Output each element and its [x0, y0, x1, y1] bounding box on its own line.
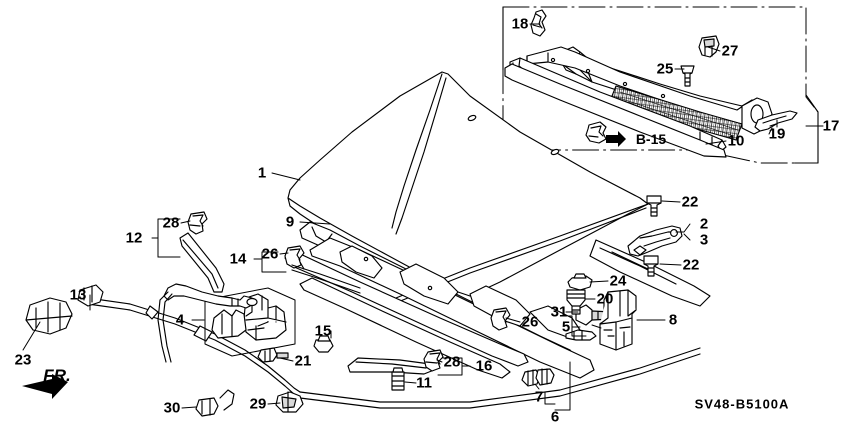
b15-clip-icon [585, 121, 607, 144]
part-4-latch-bracket [211, 309, 247, 339]
part-26-clip-lower [490, 307, 511, 331]
cross-reference-b15: B-15 [635, 131, 667, 147]
part-18-clip [530, 9, 547, 37]
group-5-bracket [567, 315, 587, 337]
group-12-bracket [151, 218, 181, 258]
callout-30: 30 [163, 399, 181, 417]
part-14-rod [291, 264, 361, 294]
hood-panel-details [467, 114, 560, 156]
part-7-bushings [521, 368, 555, 387]
part-15-grommet [313, 335, 334, 353]
callout-8: 8 [668, 311, 678, 329]
release-cable-13-rear [299, 347, 701, 409]
drawing-code: SV48-B5100A [694, 396, 790, 412]
b15-arrow-icon [606, 131, 626, 147]
callout-17: 17 [822, 117, 840, 135]
callout-5: 5 [561, 318, 571, 336]
group-17-boundary-solid [502, 6, 819, 164]
part-19-bracket [754, 110, 798, 132]
callout-22-upper: 22 [681, 193, 699, 211]
callout-11: 11 [416, 374, 432, 392]
latch-cable-loop [157, 291, 173, 363]
latch-cable-adjuster [163, 283, 258, 309]
group-16-bracket [437, 357, 471, 376]
part-29-clip [275, 391, 304, 413]
hood-inner-stamped-panel [309, 237, 595, 379]
group-2-3-bracket [675, 223, 691, 241]
part-4-latch-box [204, 287, 296, 357]
group-14-bracket [253, 251, 287, 273]
leader-lines [22, 23, 824, 409]
part-22-bolt-upper [646, 195, 662, 217]
cable-hook-bottom [219, 389, 235, 411]
part-28-clip-upper [187, 211, 208, 235]
callout-2: 2 [699, 215, 709, 233]
part-26-clip-upper [284, 245, 305, 269]
seal-bar-lower [299, 277, 511, 379]
callout-15: 15 [314, 322, 332, 340]
callout-10: 10 [727, 132, 745, 150]
part-12-stay-rod [179, 232, 225, 293]
callout-1: 1 [257, 164, 267, 182]
release-cable-13 [87, 297, 301, 399]
part-22-bolt-lower [643, 255, 659, 277]
callout-14: 14 [229, 250, 247, 268]
hood-left-edge [287, 197, 319, 227]
group-6-bracket [544, 361, 571, 411]
callout-29: 29 [249, 395, 267, 413]
callout-12: 12 [125, 229, 143, 247]
callout-18: 18 [511, 15, 529, 33]
part-27-grommet [698, 35, 720, 58]
callout-22-lower: 22 [682, 256, 700, 274]
callout-20: 20 [596, 290, 614, 308]
callout-16: 16 [475, 357, 493, 375]
callout-6: 6 [550, 408, 560, 425]
callout-7: 7 [534, 388, 544, 406]
front-direction-label: FR. [43, 366, 71, 385]
part-25-screw [680, 65, 695, 87]
callout-24: 24 [609, 272, 627, 290]
part-4-latch-body [243, 293, 287, 341]
callout-28-upper: 28 [162, 214, 180, 232]
callout-27: 27 [721, 42, 739, 60]
callout-23: 23 [14, 351, 32, 369]
part-28-clip-lower [423, 349, 444, 372]
callout-26-upper: 26 [261, 245, 279, 263]
callout-13: 13 [69, 286, 87, 304]
cowl-lower-panel [504, 63, 727, 158]
part-8-striker [599, 289, 637, 351]
callout-3: 3 [699, 231, 709, 249]
part-30-grommet [195, 397, 219, 417]
callout-26-lower: 26 [521, 313, 539, 331]
callout-19: 19 [768, 125, 786, 143]
callout-28-lower: 28 [443, 353, 461, 371]
part-5-cable-end [565, 329, 597, 341]
front-direction-arrow [22, 374, 68, 399]
part-2-3-hinge [627, 225, 683, 257]
part-21-bolt [257, 347, 289, 363]
callout-25: 25 [656, 60, 674, 78]
callout-9: 9 [285, 213, 295, 231]
part-11-bolt [391, 367, 405, 391]
callout-4: 4 [175, 311, 185, 329]
part-16-seal-strip [347, 357, 435, 375]
callout-21: 21 [294, 352, 312, 370]
part-20-bump-stop [566, 289, 586, 315]
part-24-clip [567, 273, 593, 291]
callout-31: 31 [550, 303, 568, 321]
